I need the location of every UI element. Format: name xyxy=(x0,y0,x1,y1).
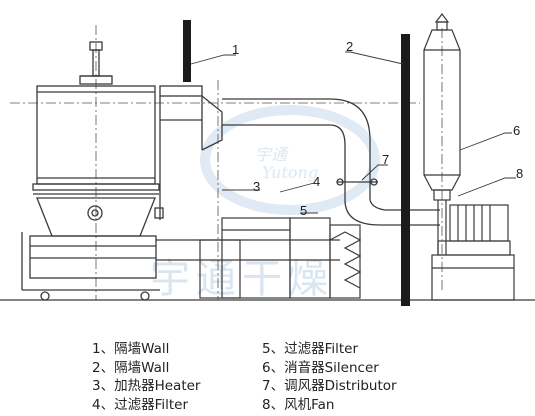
callout-2: 2 xyxy=(346,39,353,54)
exhaust-duct xyxy=(159,85,440,226)
wall-2 xyxy=(401,34,410,306)
legend-item-3: 3、加热器Heater xyxy=(92,378,201,394)
callout-3: 3 xyxy=(253,179,260,194)
watermark-small-text: 宇通 xyxy=(255,145,289,164)
callout-4: 4 xyxy=(313,174,320,189)
legend-item-6: 6、消音器Silencer xyxy=(262,359,379,376)
equipment-drawing: 宇通 Yutong 宇通干燥 xyxy=(0,13,535,306)
fan-8 xyxy=(431,204,515,301)
legend-right-column: 5、过滤器Filter 6、消音器Silencer 7、调风器Distribut… xyxy=(262,340,397,414)
silencer-6 xyxy=(423,13,461,255)
watermark: 宇通 Yutong 宇通干燥 xyxy=(150,105,380,302)
legend-item-8: 8、风机Fan xyxy=(262,396,335,413)
legend: 1、隔墙Wall 2、隔墙Wall 3、加热器Heater 4、过滤器Filte… xyxy=(0,338,535,416)
inlet-duct xyxy=(156,239,340,299)
legend-item-7: 7、调风器Distributor xyxy=(262,378,397,394)
callout-5: 5 xyxy=(300,203,307,218)
filter-5 xyxy=(329,224,362,299)
callout-7: 7 xyxy=(382,152,389,167)
legend-item-1: 1、隔墙Wall xyxy=(92,341,170,357)
legend-item-2: 2、隔墙Wall xyxy=(92,359,170,376)
callout-labels: 1 2 3 4 5 6 7 8 xyxy=(232,39,523,218)
legend-item-4: 4、过滤器Filter xyxy=(92,396,189,413)
callout-6: 6 xyxy=(513,123,520,138)
watermark-small-text-2: Yutong xyxy=(262,163,318,182)
leader-lines xyxy=(190,51,516,214)
legend-left-column: 1、隔墙Wall 2、隔墙Wall 3、加热器Heater 4、过滤器Filte… xyxy=(92,340,200,414)
legend-item-5: 5、过滤器Filter xyxy=(262,341,359,357)
callout-1: 1 xyxy=(232,42,239,57)
fluid-bed-dryer xyxy=(21,41,164,301)
centerlines xyxy=(10,25,443,300)
wall-1 xyxy=(183,20,191,82)
watermark-main-text: 宇通干燥 xyxy=(150,256,334,302)
callout-8: 8 xyxy=(516,166,523,181)
